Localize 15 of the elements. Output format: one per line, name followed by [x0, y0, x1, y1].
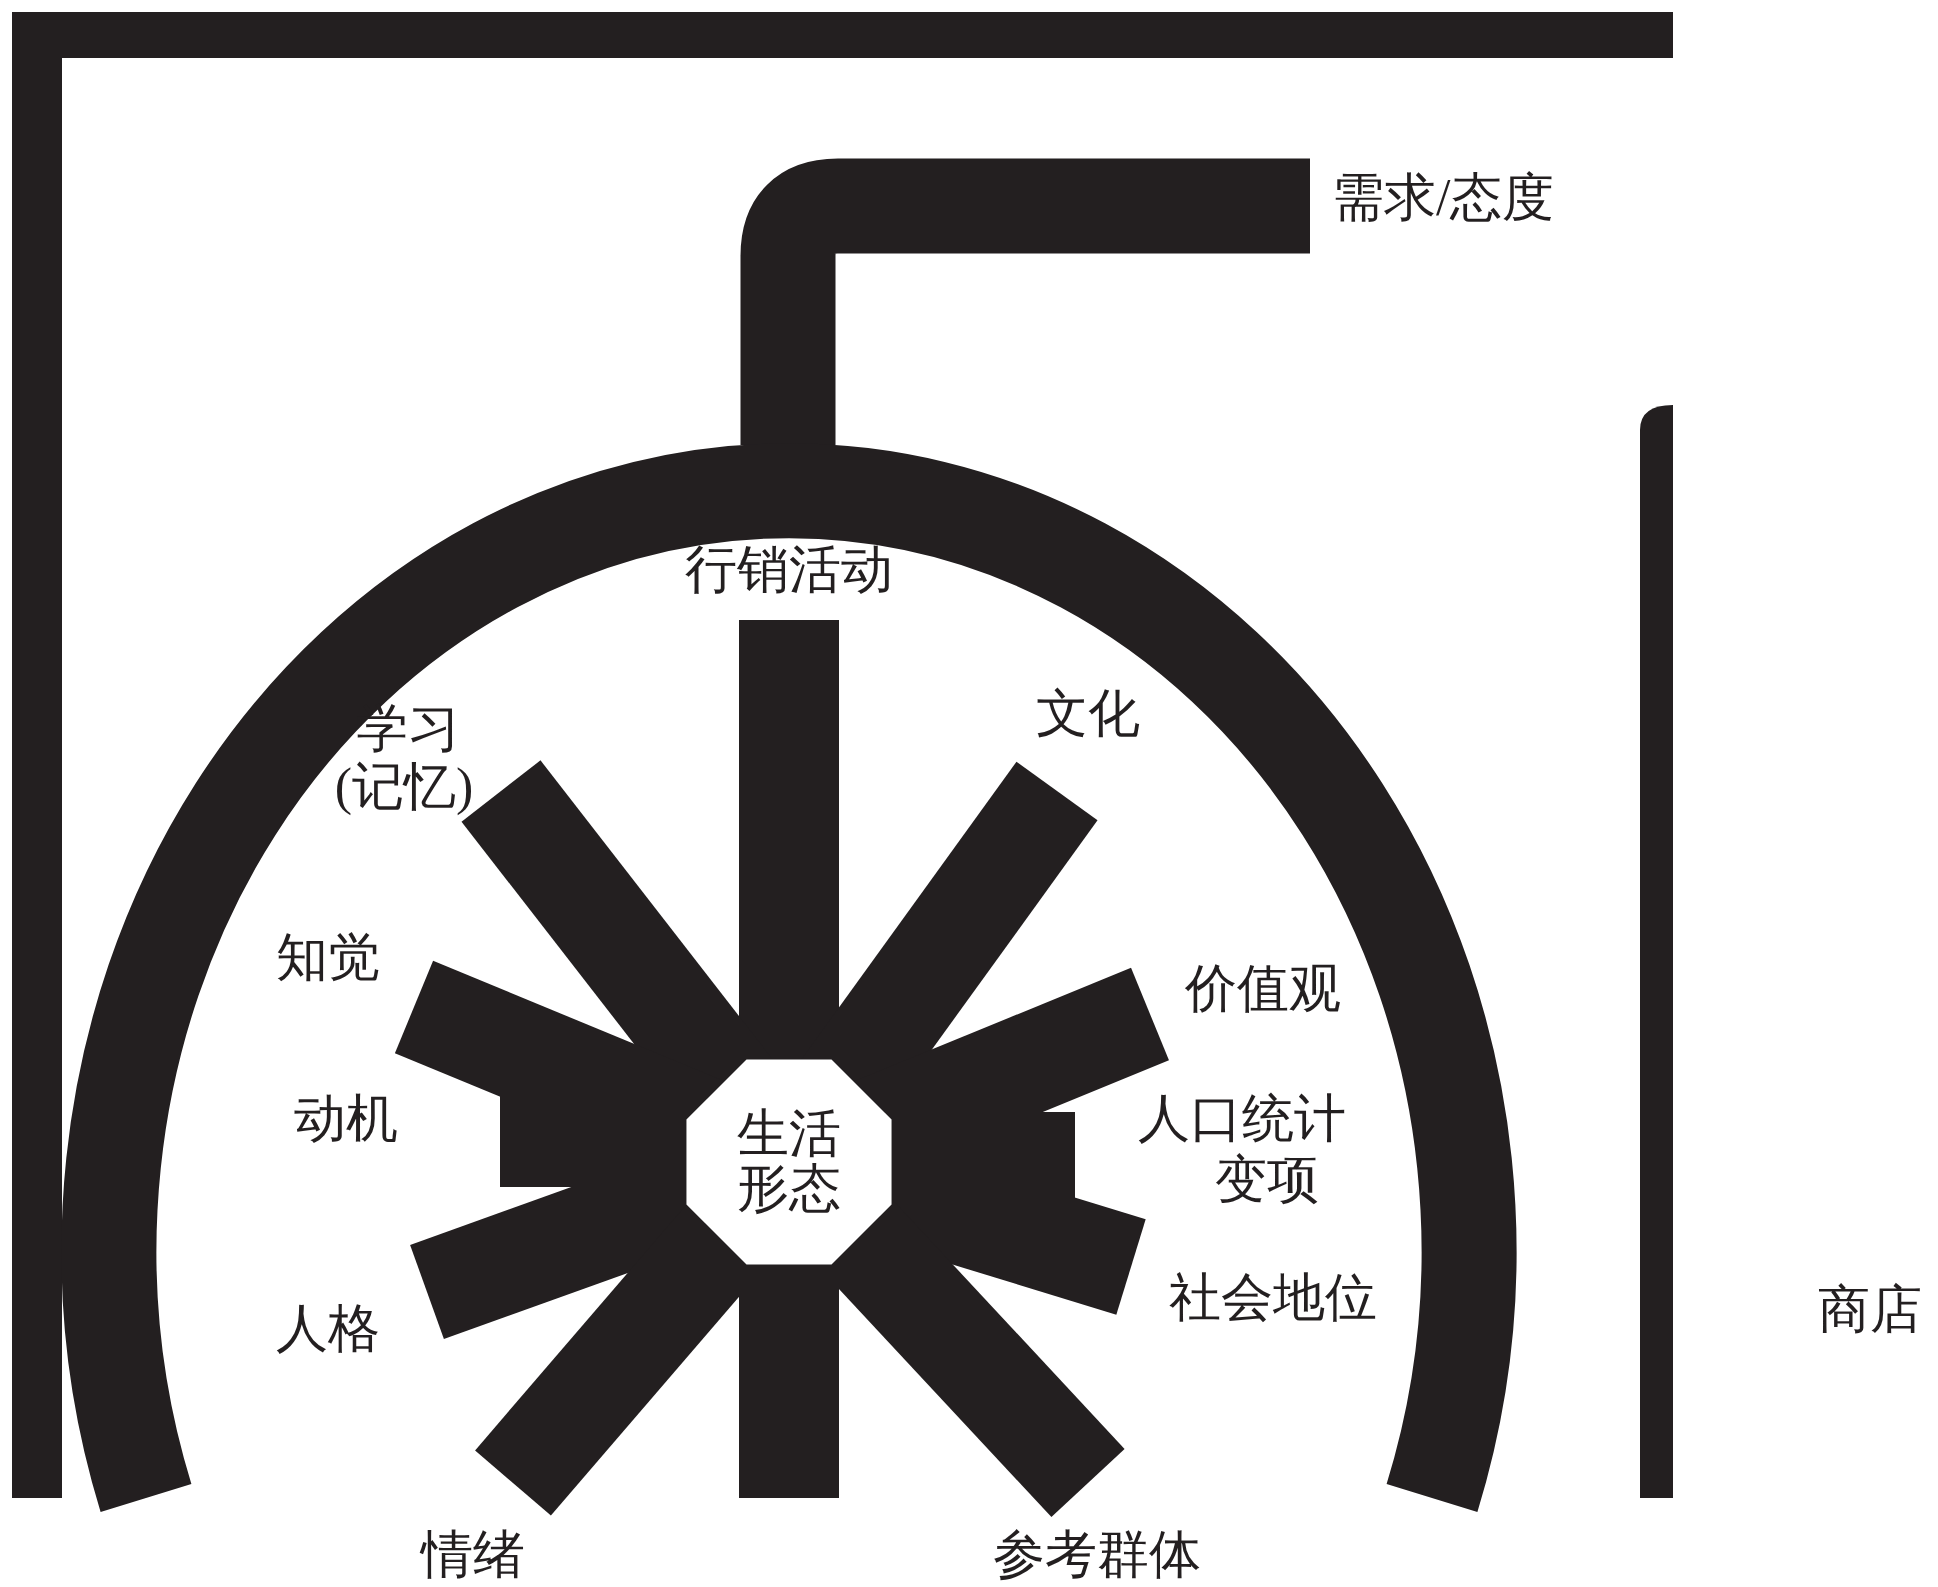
- factor-label: 人格: [276, 1303, 380, 1355]
- factor-label: 情绪: [421, 1529, 525, 1581]
- hub-label: 生活形态: [736, 1107, 842, 1217]
- factor-label: 需求/态度: [1332, 172, 1555, 224]
- factor-label: 人口统计: [1138, 1093, 1346, 1145]
- factor-label: 价值观: [1185, 963, 1341, 1015]
- factor-label: (记忆): [334, 761, 474, 813]
- factor-label: 商店: [1818, 1284, 1922, 1336]
- factor-label: 社会地位: [1169, 1272, 1377, 1324]
- factor-label: 知觉: [276, 932, 380, 984]
- factor-label: 变项: [1215, 1154, 1319, 1206]
- factor-label: 参考群体: [993, 1529, 1201, 1581]
- factor-label: 行销活动: [685, 544, 893, 596]
- factor-label: 动机: [294, 1093, 398, 1145]
- factor-label: 文化: [1036, 688, 1140, 740]
